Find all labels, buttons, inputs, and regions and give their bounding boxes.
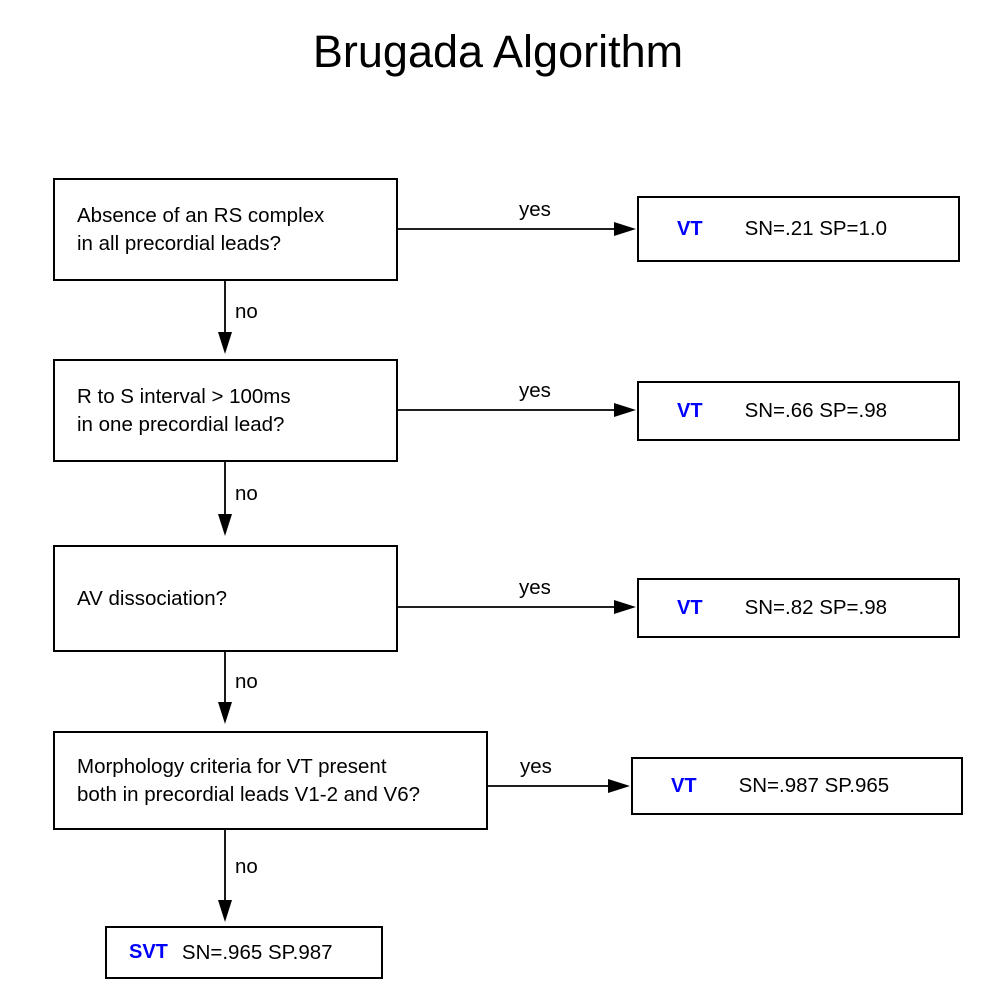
arrowhead-step4-yes <box>608 779 630 793</box>
diagnosis-stats-final: SN=.965 SP.987 <box>181 940 333 964</box>
diagnosis-stats-step1: SN=.21 SP=1.0 <box>744 217 888 240</box>
diagnosis-label-step3: VT <box>677 596 703 619</box>
decision-text-step1: Absence of an RS complex in all precordi… <box>77 203 325 255</box>
arrowhead-step2-yes <box>614 403 636 417</box>
arrowhead-step3-yes <box>614 600 636 614</box>
result-box-step2[interactable]: VT SN=.66 SP=.98 <box>637 381 960 441</box>
diagnosis-stats-step4: SN=.987 SP.965 <box>738 774 890 797</box>
diagnosis-label-final: SVT <box>129 941 168 963</box>
decision-box-step4[interactable]: Morphology criteria for VT present both … <box>53 731 488 830</box>
edge-label-step4-no: no <box>235 855 258 878</box>
result-box-step4[interactable]: VT SN=.987 SP.965 <box>631 757 963 815</box>
arrowhead-step3-no <box>218 702 232 724</box>
diagnosis-label-step1: VT <box>677 217 703 240</box>
decision-box-step2[interactable]: R to S interval > 100ms in one precordia… <box>53 359 398 462</box>
page-title: Brugada Algorithm <box>312 26 684 77</box>
arrowhead-step2-no <box>218 514 232 536</box>
edge-label-step2-no: no <box>235 482 258 505</box>
edge-label-step4-yes: yes <box>520 755 552 778</box>
diagnosis-label-step2: VT <box>677 399 703 422</box>
diagnosis-stats-step2: SN=.66 SP=.98 <box>744 399 888 422</box>
result-box-step3[interactable]: VT SN=.82 SP=.98 <box>637 578 960 638</box>
edge-label-step3-yes: yes <box>519 576 551 599</box>
edge-label-step2-yes: yes <box>519 379 551 402</box>
edge-label-step1-yes: yes <box>519 198 551 221</box>
arrowhead-step1-no <box>218 332 232 354</box>
decision-text-step2: R to S interval > 100ms in one precordia… <box>77 384 291 436</box>
decision-text-step3: AV dissociation? <box>77 586 228 610</box>
result-box-final[interactable]: SVT SN=.965 SP.987 <box>105 926 383 979</box>
diagnosis-stats-step3: SN=.82 SP=.98 <box>744 596 888 619</box>
edge-label-step3-no: no <box>235 670 258 693</box>
diagnosis-label-step4: VT <box>671 774 697 797</box>
decision-box-step1[interactable]: Absence of an RS complex in all precordi… <box>53 178 398 281</box>
result-box-step1[interactable]: VT SN=.21 SP=1.0 <box>637 196 960 262</box>
edge-label-step1-no: no <box>235 300 258 323</box>
arrowhead-step1-yes <box>614 222 636 236</box>
arrowhead-step4-no <box>218 900 232 922</box>
decision-box-step3[interactable]: AV dissociation? <box>53 545 398 652</box>
decision-text-step4: Morphology criteria for VT present both … <box>77 754 421 806</box>
